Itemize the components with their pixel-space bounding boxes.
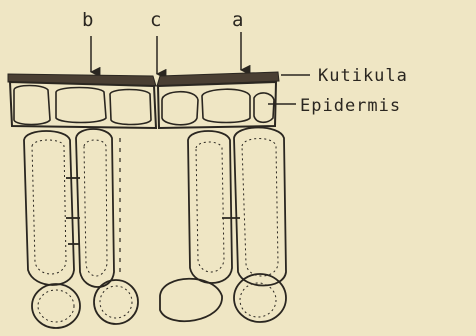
label-b: b bbox=[82, 9, 93, 31]
label-a: a bbox=[232, 9, 243, 31]
palisade-left bbox=[24, 129, 120, 287]
term-cuticle: Kutikula bbox=[318, 66, 408, 86]
epidermis-right bbox=[158, 82, 276, 128]
term-epidermis: Epidermis bbox=[300, 96, 401, 116]
epidermis-left bbox=[10, 82, 156, 128]
label-c: c bbox=[150, 9, 161, 31]
palisade-right bbox=[188, 128, 286, 286]
